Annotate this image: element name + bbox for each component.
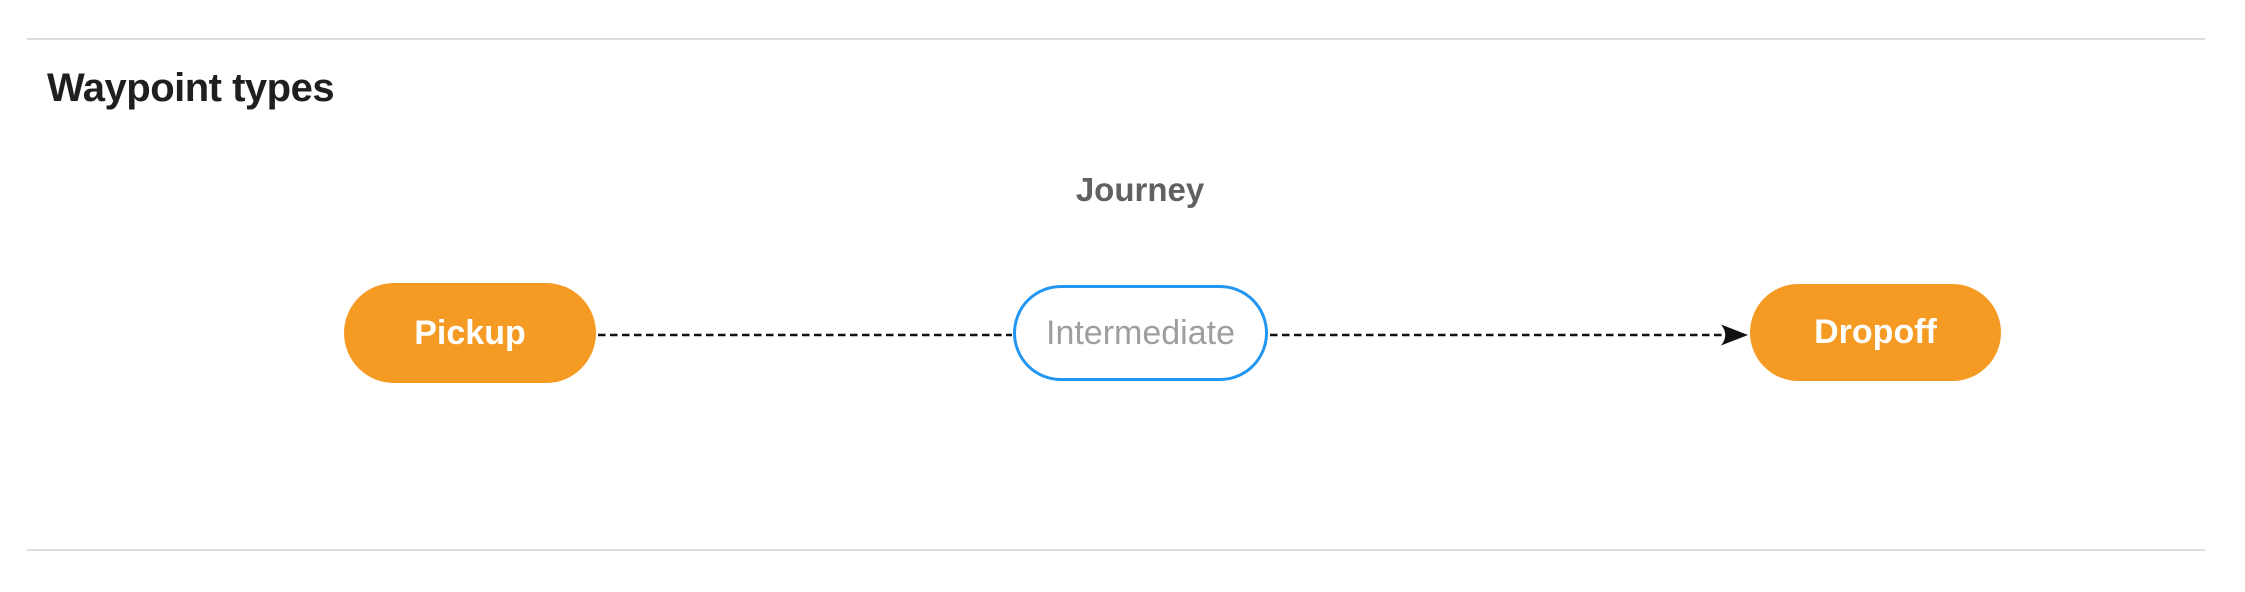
arrowhead-icon [1721, 324, 1748, 346]
journey-group-label: Journey [1075, 171, 1205, 208]
page-title: Waypoint types [47, 66, 335, 110]
node-pickup-label: Pickup [414, 313, 526, 352]
node-dropoff: Dropoff [1750, 284, 2001, 381]
node-intermediate: Intermediate [1013, 285, 1268, 381]
node-intermediate-label: Intermediate [1046, 313, 1235, 352]
bottom-divider [27, 549, 2205, 551]
node-pickup: Pickup [344, 283, 596, 383]
top-divider [27, 38, 2205, 40]
edge-intermediate-to-dropoff [1270, 324, 1748, 346]
node-dropoff-label: Dropoff [1814, 313, 1937, 351]
